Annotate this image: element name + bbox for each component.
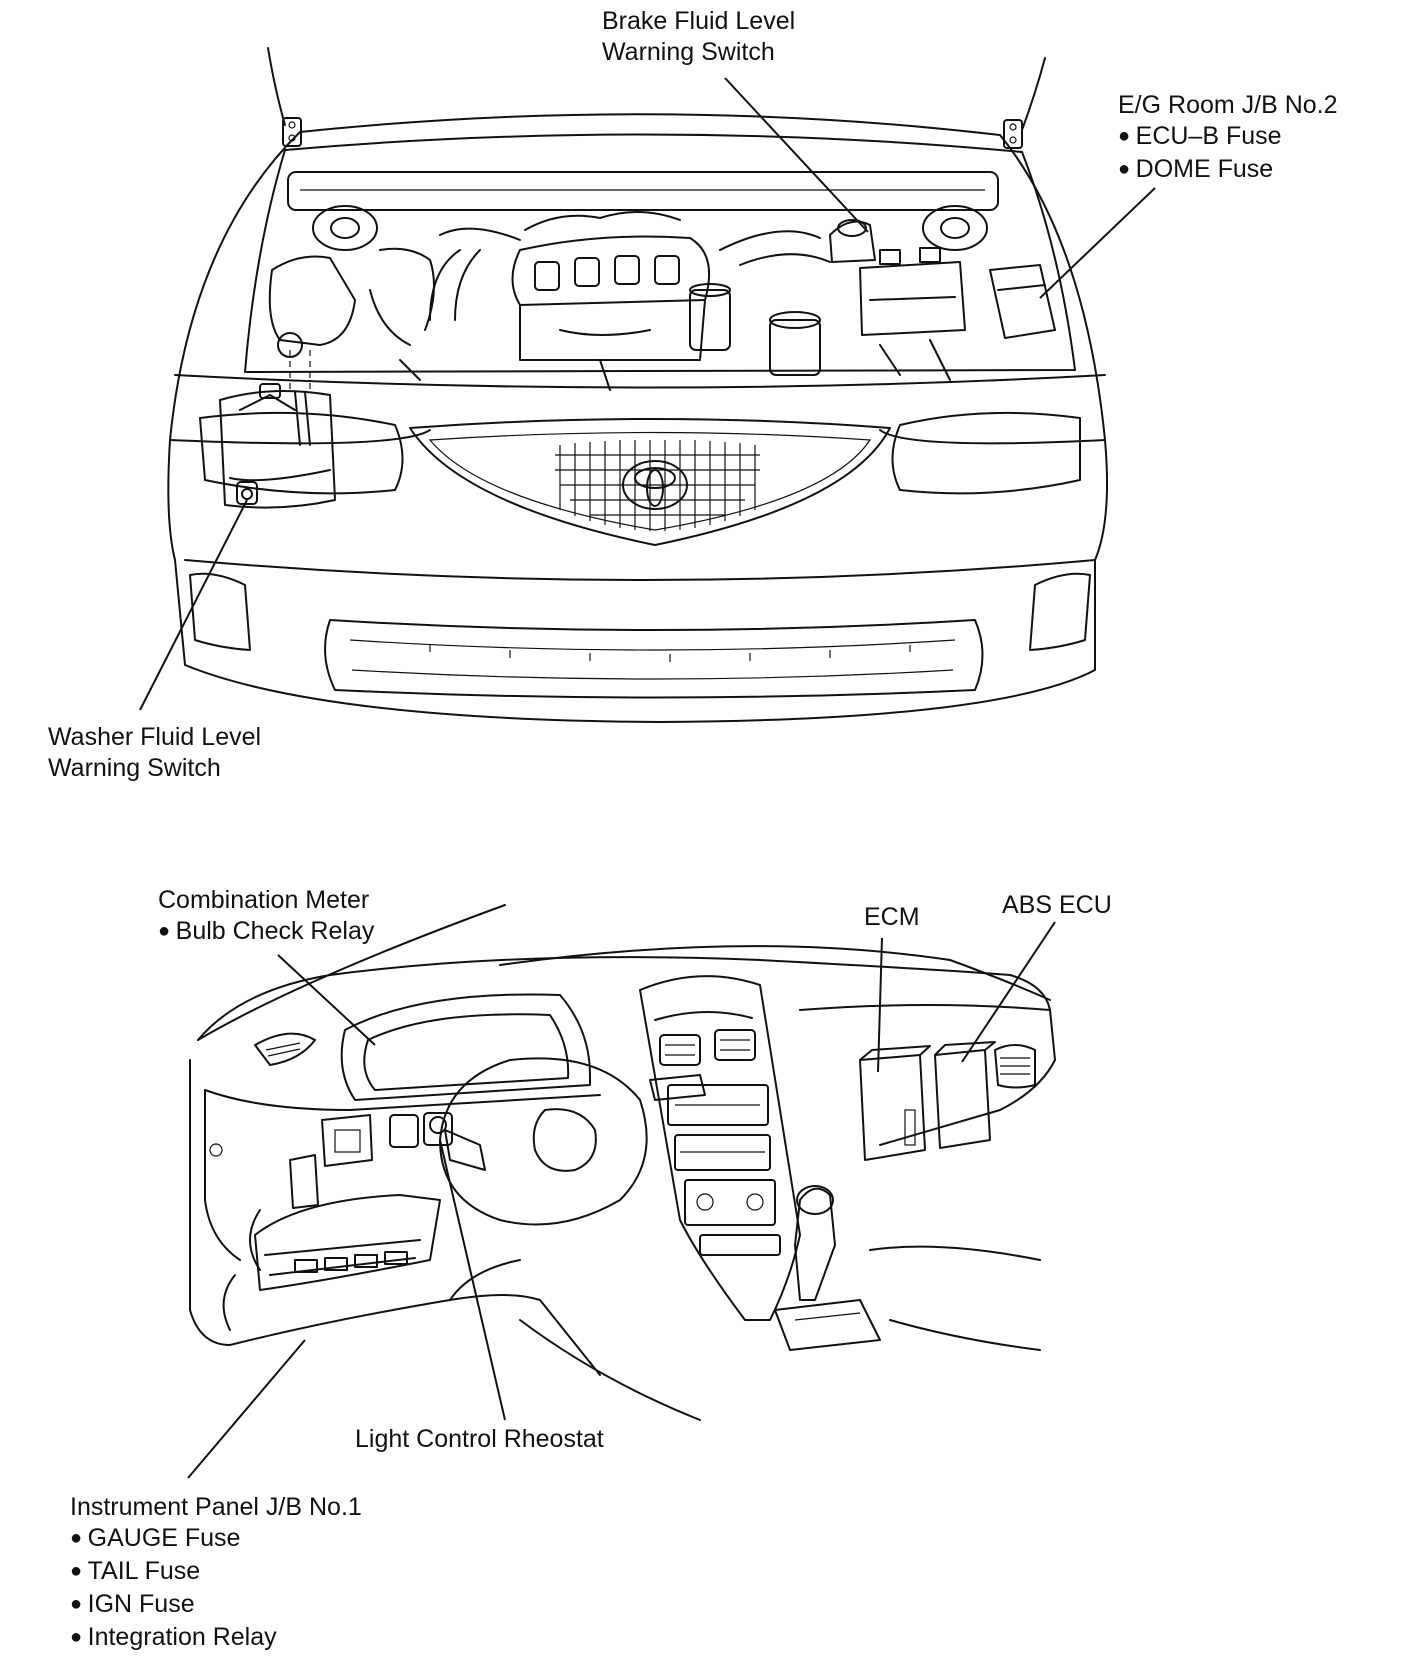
leader-washer-switch [139,499,248,711]
car-front-drawing [167,47,1109,723]
light-control-text: Light Control Rheostat [355,1425,604,1453]
washer-switch-line-1: Washer Fluid Level [48,723,262,751]
leader-ecm [877,937,883,1073]
eg-room-jb-item: ECU–B Fuse [1118,121,1338,154]
leader-eg-room-jb [1039,187,1156,299]
label-ecm: ECM [864,902,920,933]
label-washer-fluid-switch: Washer Fluid Level Warning Switch [48,722,261,784]
leader-instrument-panel-jb [187,1339,306,1479]
instrument-panel-jb-item: IGN Fuse [70,1589,362,1622]
washer-switch-line-2: Warning Switch [48,754,221,782]
label-instrument-panel-jb: Instrument Panel J/B No.1 GAUGE Fuse TAI… [70,1492,362,1655]
combination-meter-item: Bulb Check Relay [158,916,375,949]
label-brake-fluid-switch: Brake Fluid Level Warning Switch [602,6,795,68]
abs-ecu-text: ABS ECU [1002,891,1112,919]
combination-meter-title: Combination Meter [158,886,370,914]
leader-combination-meter [277,954,376,1046]
label-light-control-rheostat: Light Control Rheostat [355,1424,604,1455]
leader-abs-ecu [961,921,1056,1063]
leader-light-control [439,1139,506,1421]
eg-room-jb-item: DOME Fuse [1118,154,1338,187]
eg-room-jb-title: E/G Room J/B No.2 [1118,91,1338,119]
instrument-panel-jb-title: Instrument Panel J/B No.1 [70,1493,362,1521]
leader-brake-switch [724,77,869,233]
brake-switch-line-2: Warning Switch [602,38,775,66]
leader-lines [139,77,1156,1479]
brake-switch-line-1: Brake Fluid Level [602,7,796,35]
label-eg-room-jb: E/G Room J/B No.2 ECU–B Fuse DOME Fuse [1118,90,1338,187]
instrument-panel-jb-item: TAIL Fuse [70,1556,362,1589]
label-combination-meter: Combination Meter Bulb Check Relay [158,885,374,949]
dashboard-drawing [189,904,1056,1421]
ecm-text: ECM [864,903,920,931]
instrument-panel-jb-item: Integration Relay [70,1622,362,1655]
instrument-panel-jb-item: GAUGE Fuse [70,1523,362,1556]
label-abs-ecu: ABS ECU [1002,890,1112,921]
